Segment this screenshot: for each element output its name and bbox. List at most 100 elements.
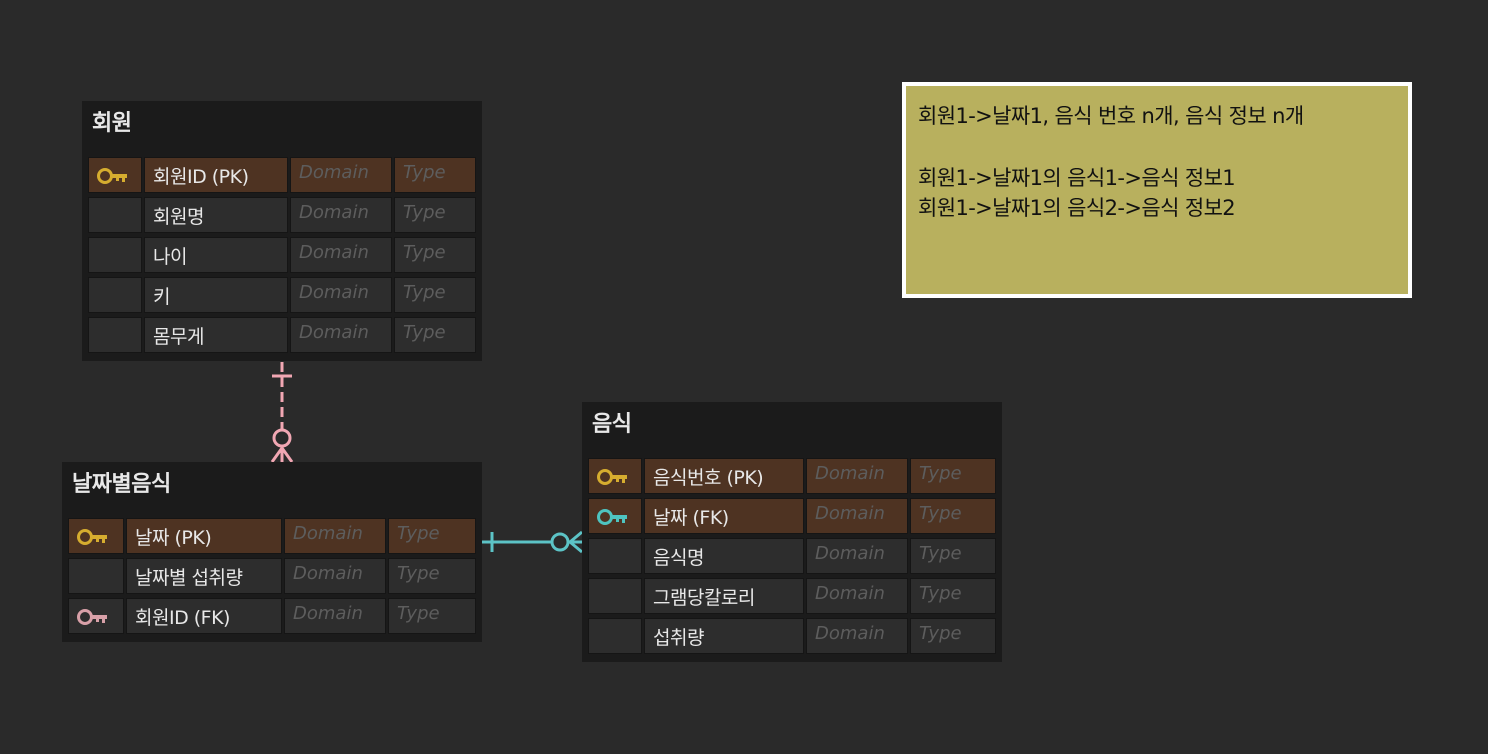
type-cell[interactable]: Type [910,458,996,494]
note-line: 회원1->날짜1의 음식1->음식 정보1 [918,166,1236,190]
entity-title: 회원 [92,111,132,136]
column-name-cell[interactable]: 회원ID (FK) [126,598,282,634]
type-cell[interactable]: Type [910,498,996,534]
column-name-cell[interactable]: 음식명 [644,538,804,574]
type-cell[interactable]: Type [910,578,996,614]
key-cell [68,558,124,594]
type-cell[interactable]: Type [394,237,476,273]
domain-cell[interactable]: Domain [290,197,392,233]
column-name: 날짜별 섭취량 [135,567,243,589]
column-name-cell[interactable]: 날짜 (FK) [644,498,804,534]
column-name: 섭취량 [653,627,704,649]
column-name-cell[interactable]: 섭취량 [644,618,804,654]
type-placeholder: Type [397,523,440,544]
domain-placeholder: Domain [299,322,369,343]
type-cell[interactable]: Type [394,197,476,233]
key-cell [88,197,142,233]
type-cell[interactable]: Type [910,538,996,574]
type-placeholder: Type [397,563,440,584]
domain-cell[interactable]: Domain [806,578,908,614]
type-placeholder: Type [403,322,446,343]
note-line: 회원1->날짜1, 음식 번호 n개, 음식 정보 n개 [918,104,1304,128]
domain-placeholder: Domain [815,623,885,644]
column-name-cell[interactable]: 몸무게 [144,317,288,353]
domain-cell[interactable]: Domain [290,157,392,193]
column-name: 그램당칼로리 [653,587,755,609]
column-name-cell[interactable]: 나이 [144,237,288,273]
domain-cell[interactable]: Domain [290,237,392,273]
key-cell [68,518,124,554]
type-placeholder: Type [403,242,446,263]
column-name: 나이 [153,246,187,268]
domain-cell[interactable]: Domain [284,518,386,554]
column-name: 날짜 (PK) [135,527,212,549]
key-cell [588,618,642,654]
column-name-cell[interactable]: 회원ID (PK) [144,157,288,193]
key-cell [588,498,642,534]
domain-placeholder: Domain [293,603,363,624]
type-cell[interactable]: Type [394,317,476,353]
column-name: 회원ID (PK) [153,166,249,188]
column-name: 회원ID (FK) [135,607,230,629]
domain-cell[interactable]: Domain [806,498,908,534]
domain-placeholder: Domain [815,543,885,564]
key-cell [88,157,142,193]
column-name-cell[interactable]: 날짜별 섭취량 [126,558,282,594]
column-name: 회원명 [153,206,204,228]
type-placeholder: Type [403,202,446,223]
entity-member[interactable]: 회원 회원ID (PK) Domain Type 회원명 Domain Type… [82,101,482,361]
relationship-member-daily-food[interactable] [270,362,294,463]
key-cell [88,317,142,353]
domain-cell[interactable]: Domain [284,558,386,594]
primary-key-icon [597,469,627,485]
column-name: 날짜 (FK) [653,507,729,529]
column-name-cell[interactable]: 회원명 [144,197,288,233]
domain-placeholder: Domain [815,503,885,524]
column-name-cell[interactable]: 그램당칼로리 [644,578,804,614]
sticky-note[interactable]: 회원1->날짜1, 음식 번호 n개, 음식 정보 n개 회원1->날짜1의 음… [902,82,1412,298]
domain-cell[interactable]: Domain [290,277,392,313]
column-name: 몸무게 [153,326,204,348]
type-cell[interactable]: Type [388,518,476,554]
column-name: 음식번호 (PK) [653,467,764,489]
entity-daily-food[interactable]: 날짜별음식 날짜 (PK) Domain Type 날짜별 섭취량 Domain… [62,462,482,642]
domain-placeholder: Domain [299,282,369,303]
type-placeholder: Type [919,463,962,484]
domain-cell[interactable]: Domain [290,317,392,353]
type-cell[interactable]: Type [394,277,476,313]
key-cell [88,277,142,313]
key-cell [588,578,642,614]
type-cell[interactable]: Type [910,618,996,654]
domain-cell[interactable]: Domain [806,458,908,494]
note-line: 회원1->날짜1의 음식2->음식 정보2 [918,196,1236,220]
domain-placeholder: Domain [299,202,369,223]
type-cell[interactable]: Type [394,157,476,193]
column-name-cell[interactable]: 키 [144,277,288,313]
domain-placeholder: Domain [293,523,363,544]
entity-title: 음식 [592,412,632,437]
key-cell [68,598,124,634]
entity-food[interactable]: 음식 음식번호 (PK) Domain Type 날짜 (FK) Domain … [582,402,1002,662]
key-cell [88,237,142,273]
domain-placeholder: Domain [815,583,885,604]
domain-placeholder: Domain [299,162,369,183]
type-placeholder: Type [397,603,440,624]
type-cell[interactable]: Type [388,598,476,634]
foreign-key-icon [77,609,107,625]
type-cell[interactable]: Type [388,558,476,594]
domain-cell[interactable]: Domain [284,598,386,634]
primary-key-icon [97,168,127,184]
type-placeholder: Type [919,503,962,524]
foreign-key-icon [597,509,627,525]
type-placeholder: Type [919,623,962,644]
relationship-daily-food-food[interactable] [482,530,583,554]
column-name-cell[interactable]: 음식번호 (PK) [644,458,804,494]
domain-cell[interactable]: Domain [806,538,908,574]
primary-key-icon [77,529,107,545]
key-cell [588,538,642,574]
column-name: 음식명 [653,547,704,569]
column-name-cell[interactable]: 날짜 (PK) [126,518,282,554]
entity-title: 날짜별음식 [72,472,171,497]
domain-cell[interactable]: Domain [806,618,908,654]
